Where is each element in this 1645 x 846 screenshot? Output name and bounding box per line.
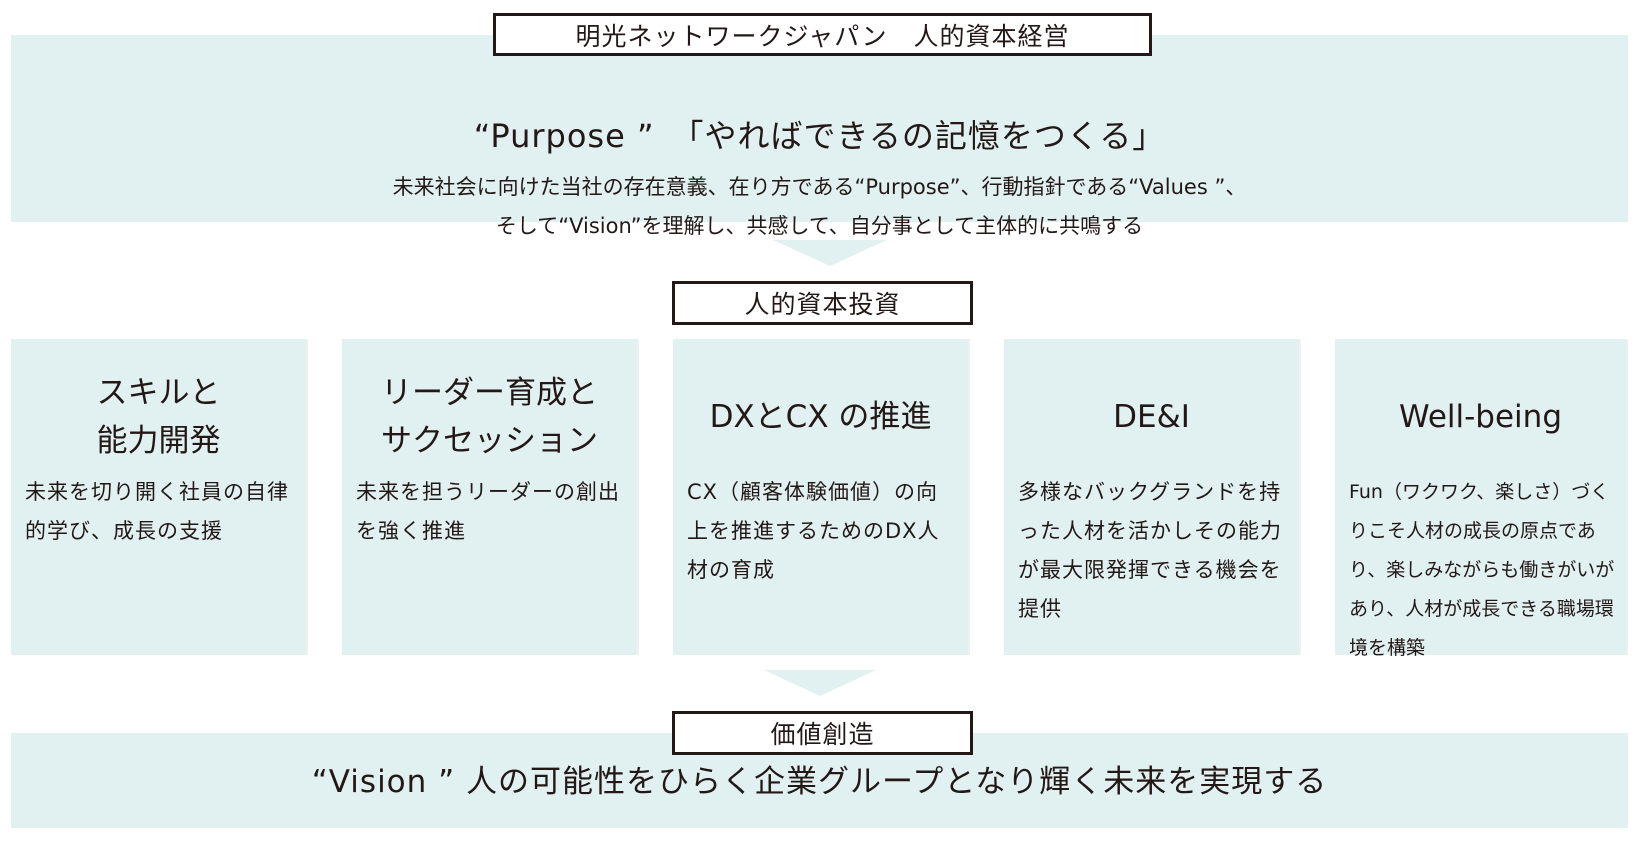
investment-label-box: 人的資本投資 — [672, 281, 973, 325]
pillar-description: 未来を担うリーダーの創出を強く推進 — [356, 480, 620, 543]
value-creation-label: 価値創造 — [770, 720, 875, 749]
pillar-title: Well-being — [1335, 393, 1626, 441]
pillar-description: Fun（ワクワク、楽しさ）づくりこそ人材の成長の原点であり、楽しみながらも働きが… — [1349, 481, 1615, 659]
pillar-card-dx-cx: DXとCX の推進 CX（顧客体験価値）の向上を推進するためのDX人材の育成 — [673, 339, 970, 655]
pillar-title-line: 能力開発 — [96, 423, 221, 459]
down-triangle-arrow-icon — [764, 670, 876, 696]
pillar-title-line: Well-being — [1398, 399, 1562, 435]
pillar-description: 未来を切り開く社員の自律的学び、成長の支援 — [25, 480, 289, 543]
pillar-title-line: リーダー育成と — [381, 375, 598, 411]
purpose-description-line: 未来社会に向けた当社の存在意義、在り方である“Purpose”、行動指針である“… — [392, 175, 1247, 199]
purpose-description-line: そして“Vision”を理解し、共感して、自分事として主体的に共鳴する — [495, 214, 1144, 238]
investment-label: 人的資本投資 — [744, 290, 901, 319]
purpose-description: 未来社会に向けた当社の存在意義、在り方である“Purpose”、行動指針である“… — [11, 168, 1628, 246]
pillar-description: CX（顧客体験価値）の向上を推進するためのDX人材の育成 — [687, 480, 940, 582]
pillar-title: DE&I — [1004, 393, 1299, 441]
pillar-title: リーダー育成と サクセッション — [342, 369, 637, 465]
purpose-panel: “Purpose ” 「やればできるの記憶をつくる」 未来社会に向けた当社の存在… — [11, 35, 1628, 238]
vision-statement: “Vision ” 人の可能性をひらく企業グループとなり輝く未来を実現する — [311, 764, 1328, 800]
pillar-description: 多様なバックグランドを持った人材を活かしその能力が最大限発揮できる機会を提供 — [1018, 480, 1282, 621]
pillar-card-dei: DE&I 多様なバックグランドを持った人材を活かしその能力が最大限発揮できる機会… — [1004, 339, 1301, 655]
pillar-title-line: DE&I — [1113, 399, 1190, 435]
pillar-card-leadership: リーダー育成と サクセッション 未来を担うリーダーの創出を強く推進 — [342, 339, 639, 655]
pillar-title: スキルと 能力開発 — [11, 369, 306, 465]
down-triangle-arrow-icon — [773, 240, 887, 266]
value-creation-label-box: 価値創造 — [672, 711, 973, 755]
header-title-box: 明光ネットワークジャパン 人的資本経営 — [493, 13, 1152, 56]
pillar-title-line: サクセッション — [381, 423, 598, 459]
pillar-title: DXとCX の推進 — [673, 393, 968, 441]
pillar-card-well-being: Well-being Fun（ワクワク、楽しさ）づくりこそ人材の成長の原点であり… — [1335, 339, 1628, 659]
pillar-card-skills: スキルと 能力開発 未来を切り開く社員の自律的学び、成長の支援 — [11, 339, 308, 655]
purpose-headline: “Purpose ” 「やればできるの記憶をつくる」 — [473, 117, 1166, 155]
pillar-title-line: スキルと — [96, 375, 221, 411]
header-title: 明光ネットワークジャパン 人的資本経営 — [575, 21, 1070, 51]
pillar-title-line: DXとCX の推進 — [709, 399, 932, 435]
